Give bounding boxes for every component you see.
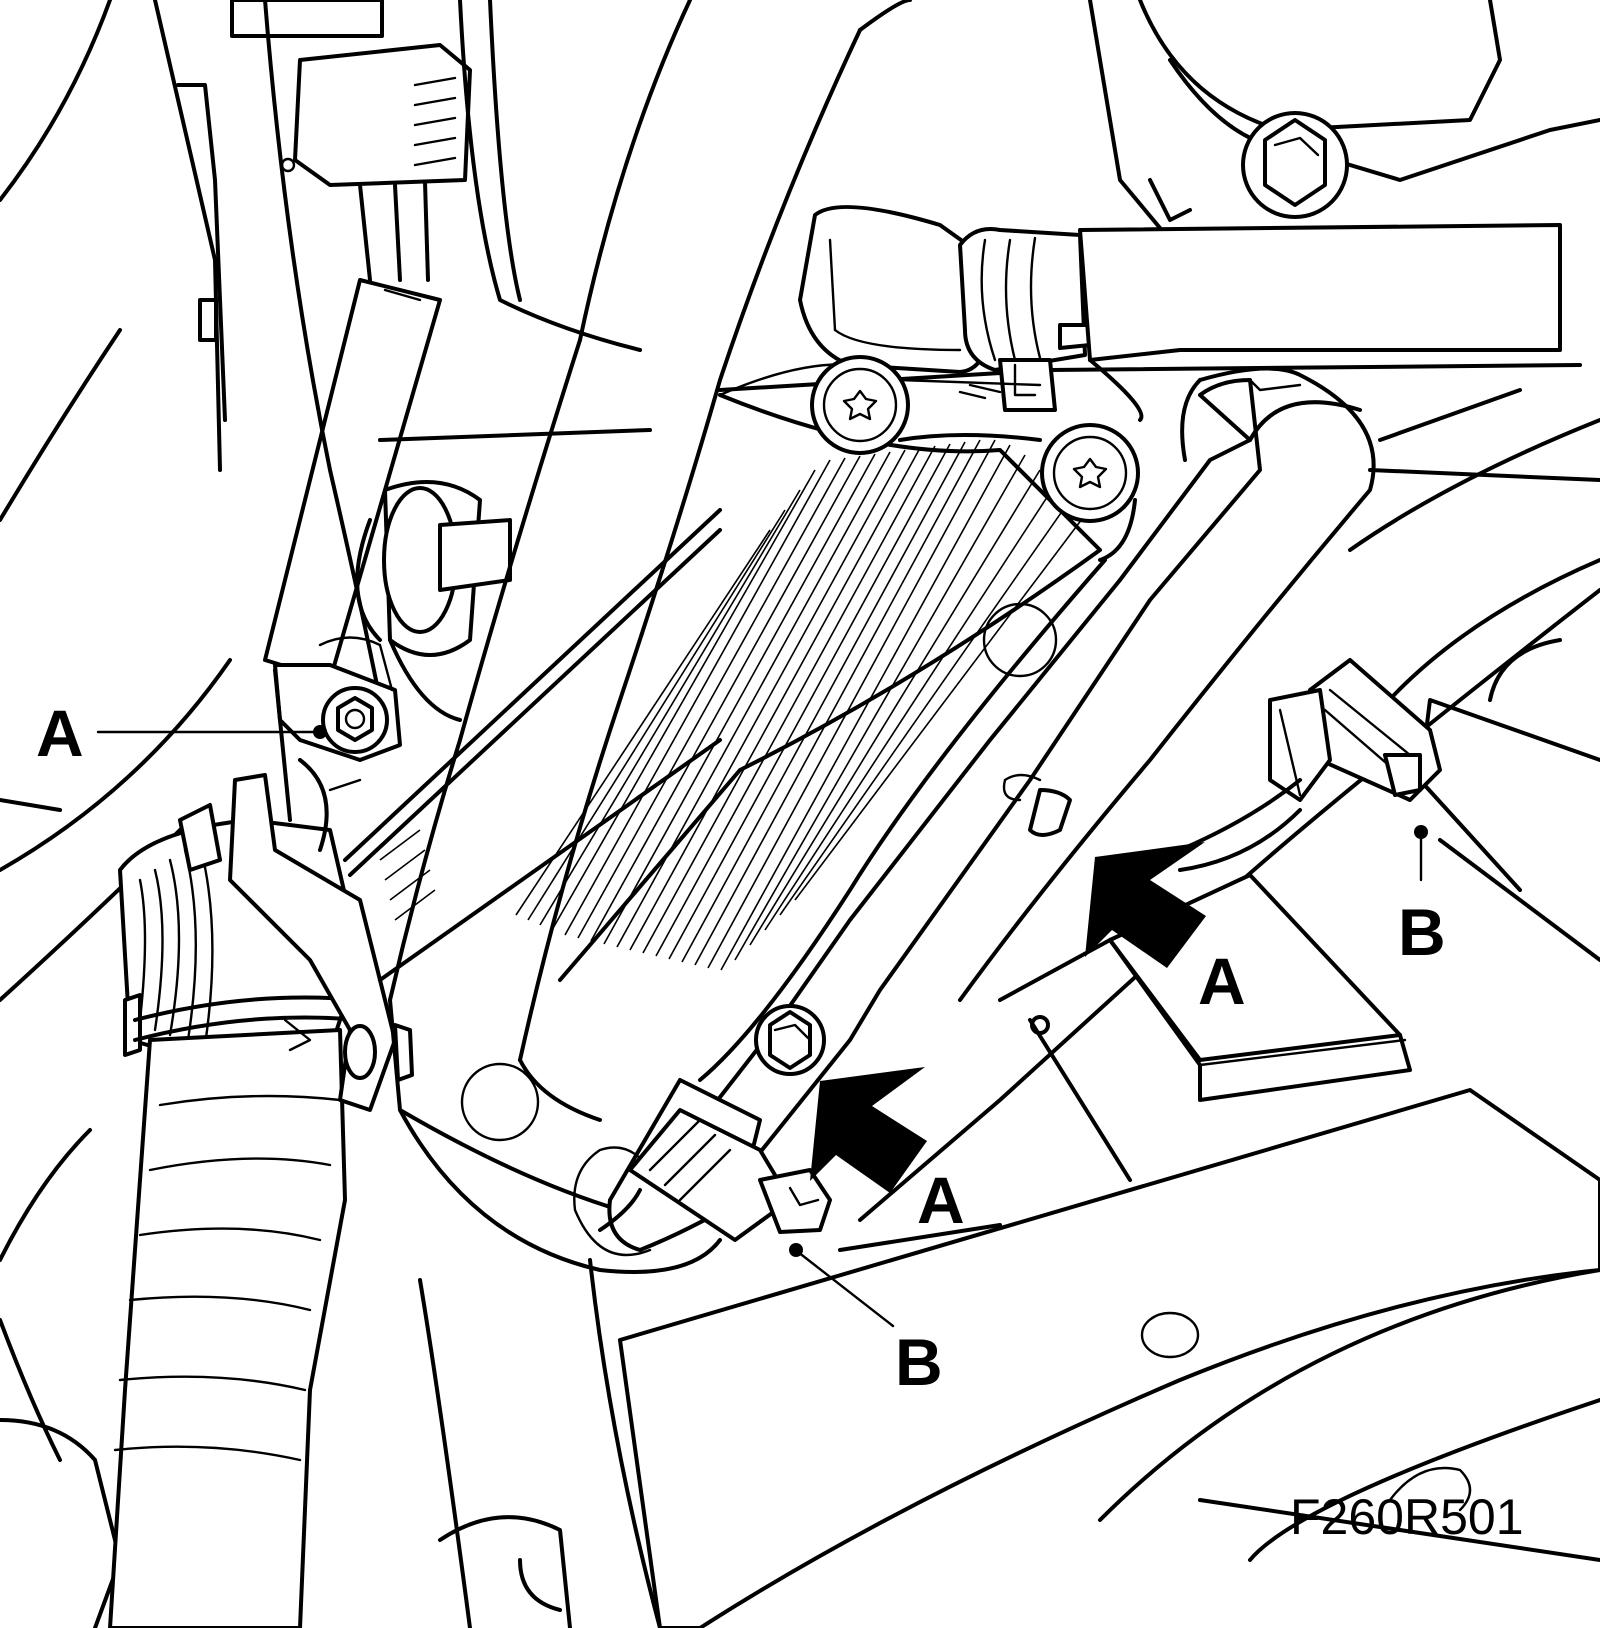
right-connector	[1178, 658, 1442, 872]
pipe-hex-bolt	[754, 1004, 826, 1076]
left-mounting-bolt	[273, 480, 512, 852]
upper-hose-with-cap	[718, 205, 1562, 422]
arrow-lower-icon	[810, 1067, 927, 1193]
callout-a-arrow-lower: A	[917, 1163, 965, 1237]
lower-hose-clamp	[398, 1078, 832, 1274]
callout-a-left: A	[36, 696, 84, 770]
left-coolant-hose	[108, 773, 414, 1628]
cooler-fins	[515, 439, 1086, 971]
cooler-fin-pack	[343, 393, 1102, 982]
callout-b-right: B	[1398, 895, 1446, 969]
leader-lines	[96, 725, 1428, 1328]
callout-a-arrow-upper: A	[1198, 944, 1246, 1018]
callout-labels: A A A B B	[36, 696, 1446, 1399]
arrow-upper-icon	[1085, 842, 1206, 968]
indicator-arrows	[810, 842, 1206, 1193]
callout-b-bottom: B	[895, 1325, 943, 1399]
figure-id: F260R501	[1290, 1489, 1524, 1545]
torx-bolts	[810, 355, 1140, 562]
diagonal-pipe	[698, 366, 1600, 1222]
